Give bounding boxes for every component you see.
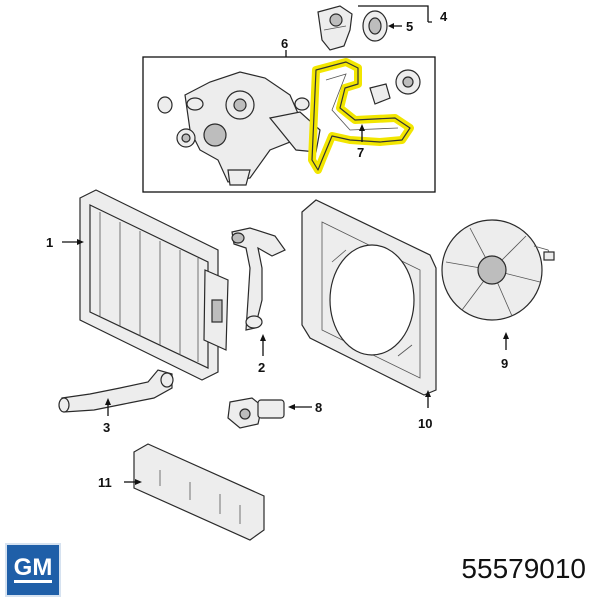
leader-line-4 bbox=[358, 5, 432, 23]
thermostat-seal bbox=[362, 10, 388, 42]
thermostat-housing bbox=[317, 5, 353, 51]
callout-11: 11 bbox=[98, 475, 112, 490]
callout-2: 2 bbox=[258, 360, 265, 375]
part-number: 55579010 bbox=[461, 553, 586, 584]
gm-logo: GM bbox=[5, 543, 61, 597]
water-pump-body bbox=[157, 71, 321, 186]
callout-6: 6 bbox=[281, 36, 288, 51]
cooling-fan bbox=[441, 219, 555, 321]
callout-9: 9 bbox=[501, 356, 508, 371]
callout-3: 3 bbox=[103, 420, 110, 435]
radiator bbox=[79, 189, 229, 381]
fan-shroud bbox=[301, 199, 437, 396]
lower-radiator-hose bbox=[58, 369, 174, 413]
lower-air-baffle bbox=[133, 443, 265, 541]
callout-4: 4 bbox=[440, 9, 448, 24]
auxiliary-water-pump bbox=[227, 397, 285, 429]
gm-logo-text: GM bbox=[13, 554, 53, 583]
water-pump-assembly-box bbox=[142, 56, 436, 193]
callout-5: 5 bbox=[406, 19, 413, 34]
hose-fittings bbox=[369, 69, 421, 105]
callout-1: 1 bbox=[46, 235, 53, 250]
highlighted-hose-part-7 bbox=[308, 58, 414, 174]
callout-8: 8 bbox=[315, 400, 322, 415]
callout-7: 7 bbox=[357, 145, 364, 160]
upper-radiator-hose bbox=[231, 227, 286, 331]
callout-10: 10 bbox=[418, 416, 432, 431]
